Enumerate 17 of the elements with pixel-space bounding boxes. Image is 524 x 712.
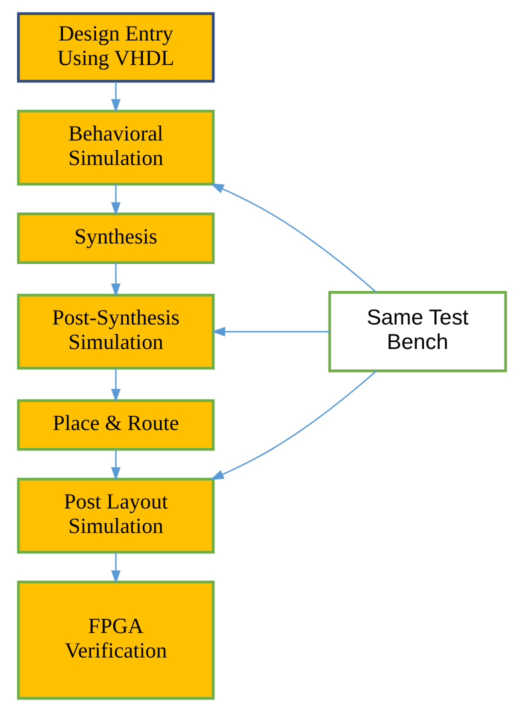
arrow [111, 82, 121, 113]
arrow [210, 183, 377, 293]
node-box: Design Entry Using VHDL [17, 12, 215, 83]
arrow [111, 552, 121, 584]
node-box: Post Layout Simulation [17, 478, 215, 554]
node-box: Behavioral Simulation [17, 110, 215, 186]
node-box: FPGA Verification [17, 580, 215, 700]
arrow [210, 370, 377, 480]
node-box: Post-Synthesis Simulation [17, 294, 215, 370]
arrow [212, 326, 330, 336]
arrow [111, 368, 121, 402]
node-box: Synthesis [17, 212, 215, 264]
arrow [111, 449, 121, 481]
arrow [111, 262, 121, 298]
node-box: Same Test Bench [328, 291, 507, 372]
node-box: Place & Route [17, 399, 215, 451]
arrow [111, 184, 121, 216]
